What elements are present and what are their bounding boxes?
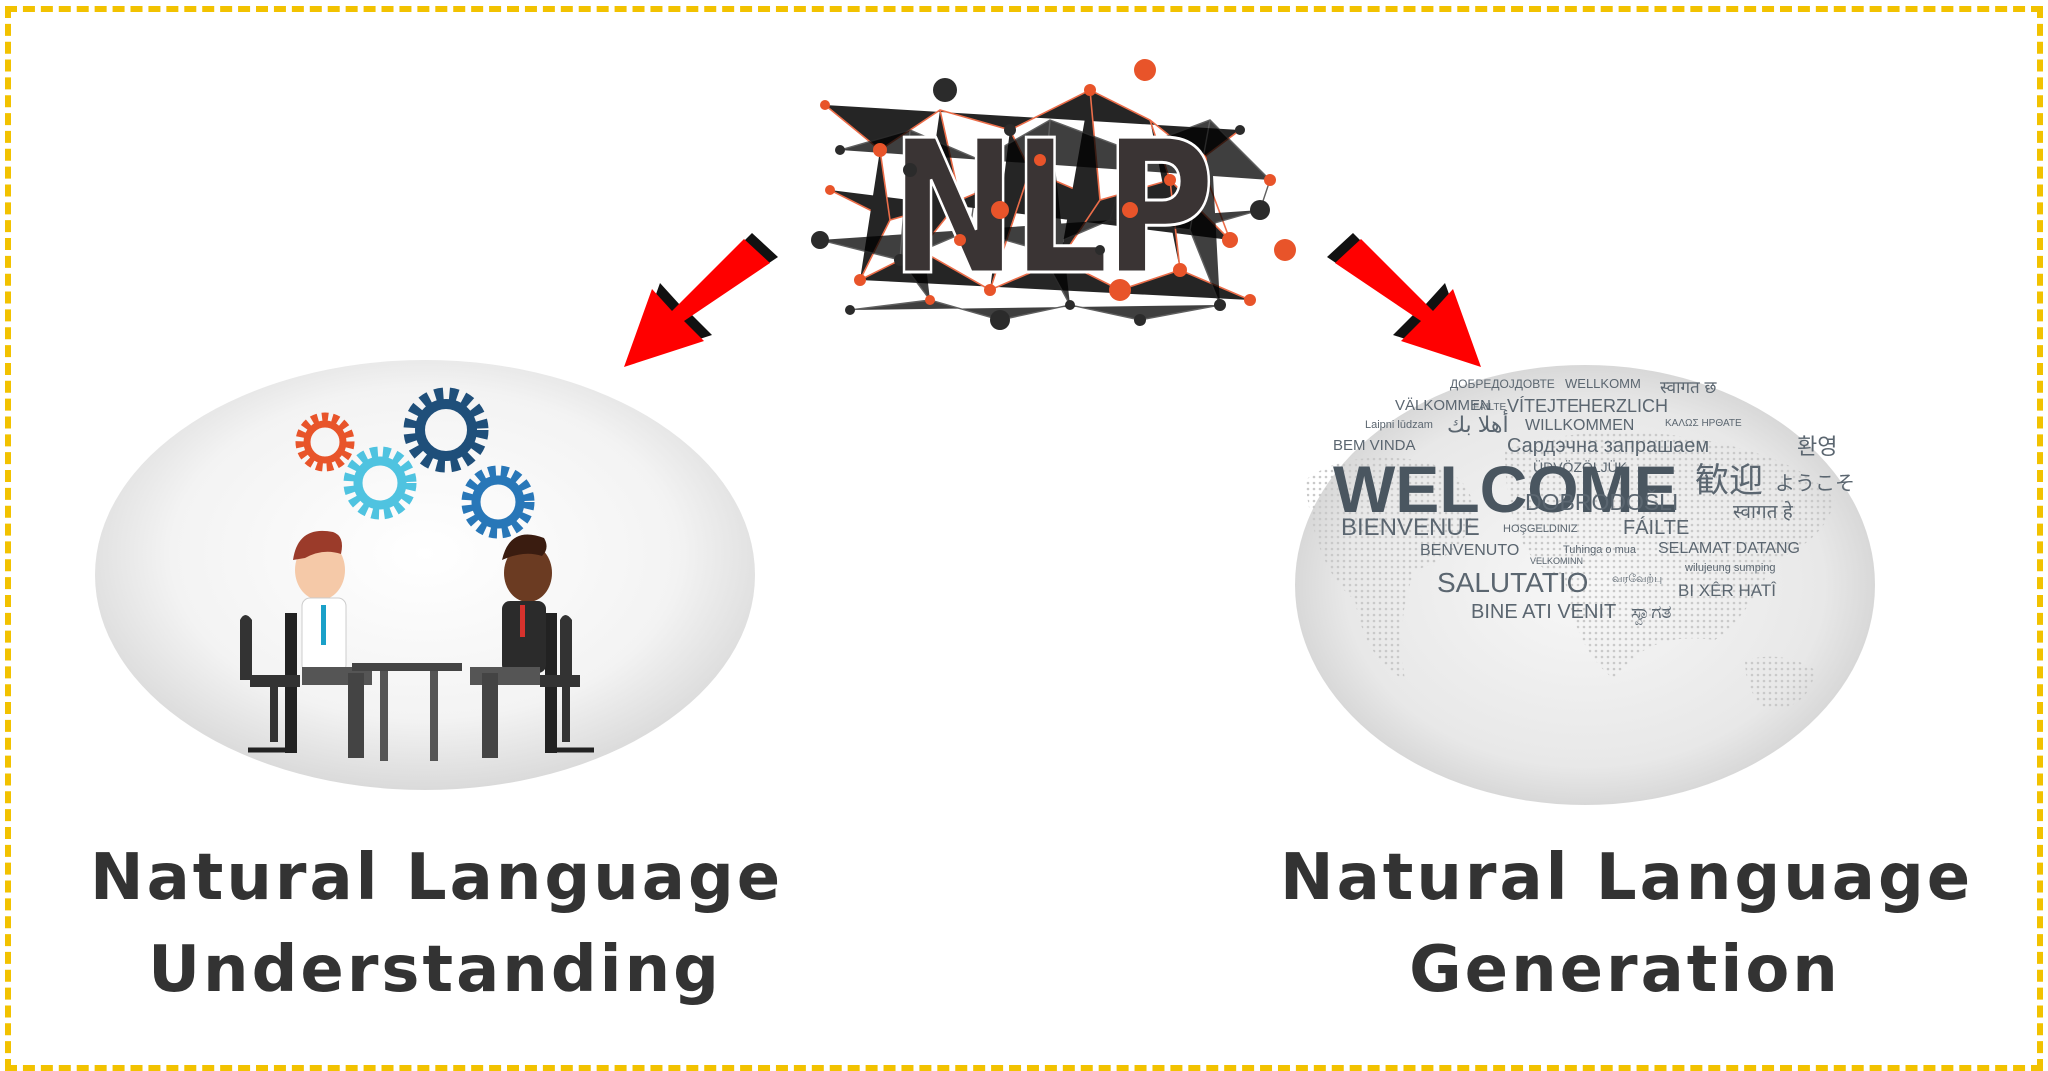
word-hindi1: स्वागत छ (1660, 378, 1717, 397)
nlg-word-cloud: ДОБРЕДОЈДОВТЕ WELLKOMM स्वागत छ VÄLKOMME… (1295, 365, 1875, 805)
person-left-icon (240, 530, 372, 758)
nlp-network-graphic: NLP (811, 59, 1296, 330)
word-wellkomm: WELLKOMM (1565, 376, 1641, 391)
word-youkoso: ようこそ (1775, 473, 1855, 495)
word-arabic: أهلا بك (1447, 410, 1509, 437)
nlp-nodes-overlay (903, 154, 1176, 255)
word-bine-ati-venit: BINE ATI VENIT (1471, 601, 1616, 623)
word-failte: FÁILTE (1623, 516, 1689, 539)
word-laipni: Laipni lūdzam (1365, 419, 1433, 431)
word-udvozoljuk: ÜDVÖZÖLJÜK (1533, 458, 1628, 475)
nlu-illustration (95, 360, 755, 790)
word-hangul: 환영 (1797, 434, 1837, 459)
word-velkominn: VELKOMINN (1530, 556, 1583, 566)
arrow-right-icon (1327, 233, 1481, 367)
word-vitejte: VÍTEJTE (1507, 396, 1579, 416)
word-bem-vinda: BEM VINDA (1333, 437, 1416, 454)
nlu-caption: Natural Language Understanding (90, 832, 780, 1016)
word-bi-xer-hati: BI XÊR HATÎ (1678, 581, 1777, 600)
word-selamat-datang: SELAMAT DATANG (1658, 540, 1800, 557)
word-welcome: WELCOME (1333, 452, 1678, 526)
word-kalos: ΚΑΛΩΣ ΗΡΘΑΤΕ (1665, 418, 1742, 429)
blue-gear-icon (461, 465, 535, 539)
word-dobrodosli: DOBRODOŠLI (1525, 488, 1678, 515)
word-hindi2: स्वागत हे (1733, 500, 1794, 523)
nlp-acronym: NLP (890, 100, 1210, 315)
word-bienvenue: BIENVENUE (1341, 514, 1480, 541)
arrow-left-icon (624, 233, 778, 367)
network-nodes (811, 59, 1296, 330)
word-sardechna: Сардэчна запрашаем (1507, 435, 1709, 457)
word-tamil: வரவேற்பு (1612, 573, 1662, 585)
navy-gear-icon (403, 387, 489, 473)
word-wilujeung: wilujeung sumping (1684, 562, 1776, 574)
network-links-dark (819, 119, 1271, 321)
orange-gear-icon (295, 412, 355, 472)
word-salutatio: SALUTATIO (1437, 567, 1588, 598)
word-tuhinga: Tuhinga o mua (1563, 544, 1637, 556)
nlg-caption-line1: Natural Language (1280, 841, 1974, 915)
word-willkommen: WILLKOMMEN (1525, 417, 1634, 434)
dashed-frame (5, 6, 2043, 1071)
nlg-caption-line2: Generation (1409, 933, 1841, 1007)
nlu-caption-line2: Understanding (148, 933, 722, 1007)
nlu-caption-line1: Natural Language (90, 841, 784, 915)
person-right-icon (470, 534, 594, 758)
light-blue-gear-icon (343, 446, 417, 520)
word-kanji: 歓迎 (1695, 462, 1763, 500)
word-dobredojdovte: ДОБРЕДОЈДОВТЕ (1450, 377, 1555, 391)
word-hosgeldiniz: HOŞGELDINIZ (1503, 523, 1578, 535)
word-kannada: ಸ್ವಾಗತ (1631, 602, 1672, 625)
nlg-caption: Natural Language Generation (1280, 832, 1970, 1016)
word-benvenuto: BENVENUTO (1420, 542, 1519, 559)
table-icon (352, 663, 462, 761)
word-failte-small: FÁILTE (1473, 400, 1506, 413)
word-valkommen: VÄLKOMMEN (1395, 397, 1491, 414)
word-herzlich: HERZLICH (1578, 396, 1668, 416)
world-map (1305, 432, 1835, 710)
